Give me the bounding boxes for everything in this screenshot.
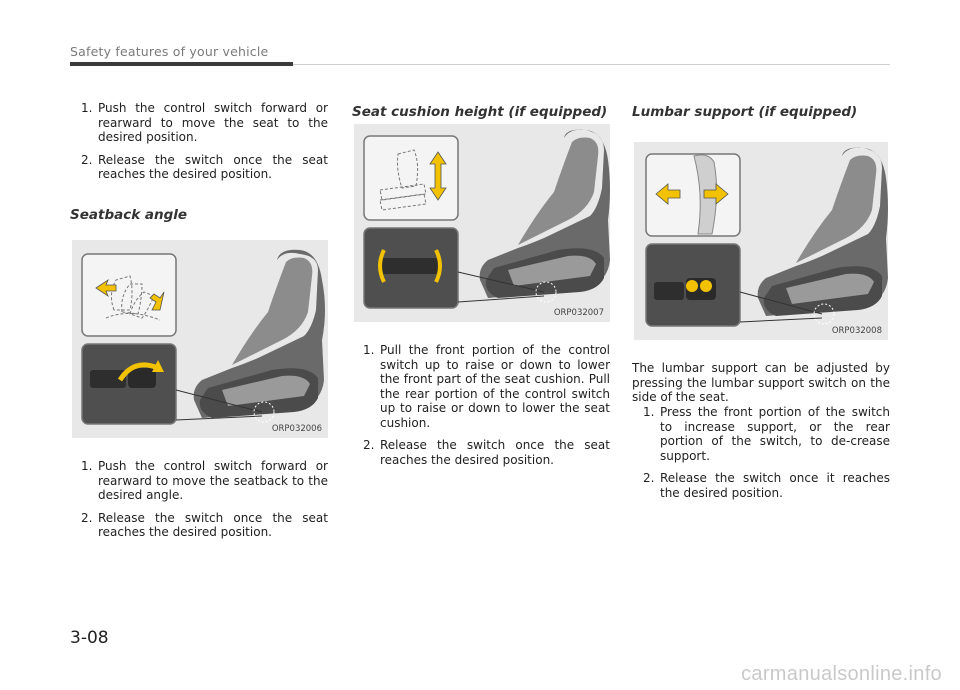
seat-icon — [757, 147, 888, 316]
step-number: 1. — [363, 343, 375, 357]
step-number: 2. — [643, 471, 655, 485]
step-text: Release the switch once the seat reaches… — [98, 152, 328, 182]
header-rule-light — [293, 64, 890, 65]
cushion-height-steps: 1. Pull the front portion of the control … — [352, 343, 610, 475]
step-text: Release the switch once the seat reaches… — [98, 510, 328, 540]
seatback-figure: ORP032006 — [72, 240, 328, 438]
figure-code: ORP032007 — [553, 308, 604, 318]
step-text: Release the switch once it reaches the d… — [660, 471, 890, 500]
seatback-switch-inset — [81, 343, 177, 425]
step-item: 1. Press the front portion of the switch … — [632, 405, 890, 463]
page-number: 3-08 — [70, 628, 109, 648]
step-number: 2. — [363, 438, 375, 452]
step-item: 1. Push the control switch forward or rea… — [70, 101, 328, 145]
step-item: 1. Pull the front portion of the control … — [352, 343, 610, 430]
step-text: Push the control switch forward or rearw… — [98, 459, 328, 502]
header-rule-dark — [70, 62, 293, 66]
seatback-illustration — [81, 249, 325, 425]
figure-code: ORP032006 — [271, 424, 322, 434]
watermark: carmanualsonline.info — [741, 663, 942, 685]
cushion-height-figure: ORP032007 — [354, 124, 610, 322]
step-number: 2. — [81, 510, 93, 525]
step-item: 2. Release the switch once the seat reach… — [352, 438, 610, 467]
seat-icon — [479, 129, 610, 298]
step-number: 2. — [81, 152, 93, 167]
section-title: Safety features of your vehicle — [70, 44, 269, 59]
cushion-switch-inset — [363, 227, 459, 309]
step-text: Release the switch once the seat reaches… — [380, 438, 610, 467]
step-item: 2. Release the switch once the seat reach… — [70, 511, 328, 540]
step-text: Pull the front portion of the control sw… — [380, 343, 610, 430]
lumbar-support-figure: ORP032008 — [634, 142, 888, 340]
lumbar-motion-inset — [645, 153, 741, 237]
step-text: Push the control switch forward or rearw… — [98, 101, 328, 144]
step-item: 2. Release the switch once the seat reach… — [70, 153, 328, 182]
lumbar-support-heading: Lumbar support (if equipped) — [632, 104, 858, 120]
lumbar-intro: The lumbar support can be adjusted by pr… — [632, 361, 890, 404]
seatback-steps: 1. Push the control switch forward or rea… — [70, 459, 328, 548]
lumbar-illustration — [645, 147, 888, 327]
step-text: Press the front portion of the switch to… — [660, 405, 890, 463]
cushion-height-illustration — [363, 129, 610, 309]
step-item: 1. Push the control switch forward or rea… — [70, 459, 328, 503]
figure-code: ORP032008 — [831, 326, 882, 336]
step-number: 1. — [81, 101, 93, 115]
seat-icon — [193, 249, 325, 418]
cushion-height-heading: Seat cushion height (if equipped) — [352, 104, 608, 120]
lumbar-switch-inset — [645, 243, 741, 327]
step-number: 1. — [643, 405, 655, 419]
cushion-motion-inset — [363, 135, 459, 221]
seatback-motion-inset — [81, 253, 177, 337]
step-item: 2. Release the switch once it reaches the… — [632, 471, 890, 500]
step-number: 1. — [81, 459, 93, 473]
seat-position-steps: 1. Push the control switch forward or rea… — [70, 101, 328, 190]
lumbar-steps: 1. Press the front portion of the switch … — [632, 405, 890, 508]
seatback-angle-heading: Seatback angle — [70, 207, 188, 223]
